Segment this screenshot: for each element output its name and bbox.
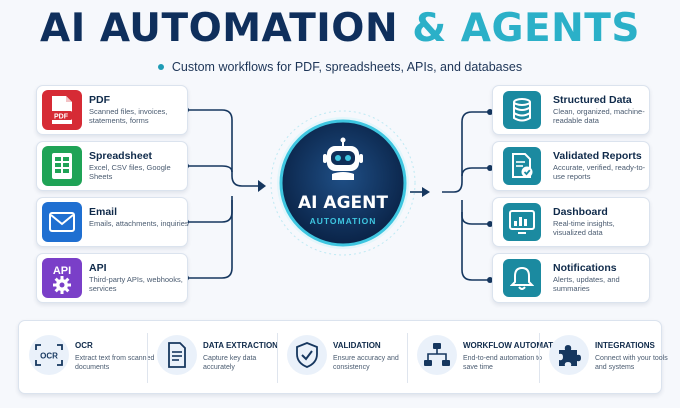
feature-title: VALIDATION [333,341,381,350]
puzzle-icon [549,335,589,375]
input-title: Email [89,206,118,218]
subtitle-text: Custom workflows for PDF, spreadsheets, … [171,60,523,74]
feature-validation: VALIDATION Ensure accuracy and consisten… [281,321,403,395]
output-card-validated-reports: Validated Reports Accurate, verified, re… [492,141,650,191]
connector-reports [461,167,490,177]
dashboard-icon [503,203,541,241]
input-card-pdf: PDF PDF Scanned files, invoices, stateme… [36,85,188,135]
ai-agent-hub: AI AGENT AUTOMATION [268,108,418,258]
feature-title: DATA EXTRACTION [203,341,278,350]
bullet-dot-icon [157,64,164,70]
feature-data-extraction: DATA EXTRACTION Capture key data accurat… [151,321,278,395]
document-icon [157,335,197,375]
input-description: Scanned files, invoices, statements, for… [89,107,168,125]
hub-label: AI AGENT [298,193,388,213]
feature-workflow-automation: WORKFLOW AUTOMATION End-to-end automatio… [411,321,567,395]
ocr-icon: OCR [29,335,69,375]
title-part-1: AI AUTOMATION [40,6,399,51]
divider [147,333,148,383]
feature-title: OCR [75,341,93,350]
hub-sublabel: AUTOMATION [310,216,377,226]
feature-description: Connect with your tools and systems [595,355,668,371]
feature-integrations: INTEGRATIONS Connect with your tools and… [543,321,668,395]
input-description: Excel, CSV files, Google Sheets [89,163,171,181]
envelope-icon [42,202,82,242]
arrow-into-hub-icon [258,180,266,192]
connector-spreadsheet [186,165,233,173]
database-icon [503,91,541,129]
feature-ocr: OCR OCR Extract text from scanned docume… [23,321,154,395]
output-title: Validated Reports [553,150,642,162]
output-description: Real-time insights, visualized data [553,219,615,237]
feature-description: Ensure accuracy and consistency [333,355,399,371]
features-panel: OCR OCR Extract text from scanned docume… [18,320,668,395]
divider [407,333,408,383]
robot-icon [323,137,363,180]
output-title: Dashboard [553,206,608,218]
output-description: Accurate, verified, ready-to-use reports [553,163,646,181]
input-card-api: API API Third-party APIs, webhooks, serv… [36,253,188,303]
output-card-notifications: Notifications Alerts, updates, and summa… [492,253,650,303]
connector-structured [442,111,490,193]
pdf-icon: PDF [42,90,82,130]
output-title: Structured Data [553,94,632,106]
divider [277,333,278,383]
feature-description: Extract text from scanned documents [75,355,155,371]
input-card-spreadsheet: Spreadsheet Excel, CSV files, Google She… [36,141,188,191]
input-title: PDF [89,94,110,106]
input-card-email: Email Emails, attachments, inquiries [36,197,189,247]
connector-api [186,200,233,279]
subtitle: Custom workflows for PDF, spreadsheets, … [130,56,550,78]
shield-check-icon [287,335,327,375]
svg-text:API: API [53,265,71,277]
feature-title: INTEGRATIONS [595,341,655,350]
connector-dashboard [461,200,490,225]
output-description: Alerts, updates, and summaries [553,275,620,293]
feature-description: End-to-end automation to save time [463,355,542,371]
svg-text:PDF: PDF [54,114,69,121]
output-card-dashboard: Dashboard Real-time insights, visualized… [492,197,650,247]
arrow-out-of-hub-icon [422,187,430,197]
divider [539,333,540,383]
bell-icon [503,259,541,297]
connector-notifications [461,212,490,281]
api-gear-icon: API [42,258,82,298]
output-card-structured-data: Structured Data Clean, organized, machin… [492,85,650,135]
spreadsheet-icon [42,146,82,186]
input-title: Spreadsheet [89,150,153,162]
connector-email [186,196,233,223]
main-title: AI AUTOMATION & AGENTS [0,6,680,52]
input-title: API [89,262,107,274]
connector-pdf [186,109,258,187]
output-title: Notifications [553,262,617,274]
input-description: Third-party APIs, webhooks, services [89,275,183,293]
input-description: Emails, attachments, inquiries [89,219,189,228]
report-check-icon [503,147,541,185]
title-part-2: & AGENTS [412,6,640,51]
feature-title: WORKFLOW AUTOMATION [463,341,568,350]
svg-text:OCR: OCR [40,352,58,361]
output-description: Clean, organized, machine-readable data [553,107,645,125]
workflow-icon [417,335,457,375]
feature-description: Capture key data accurately [203,355,257,371]
